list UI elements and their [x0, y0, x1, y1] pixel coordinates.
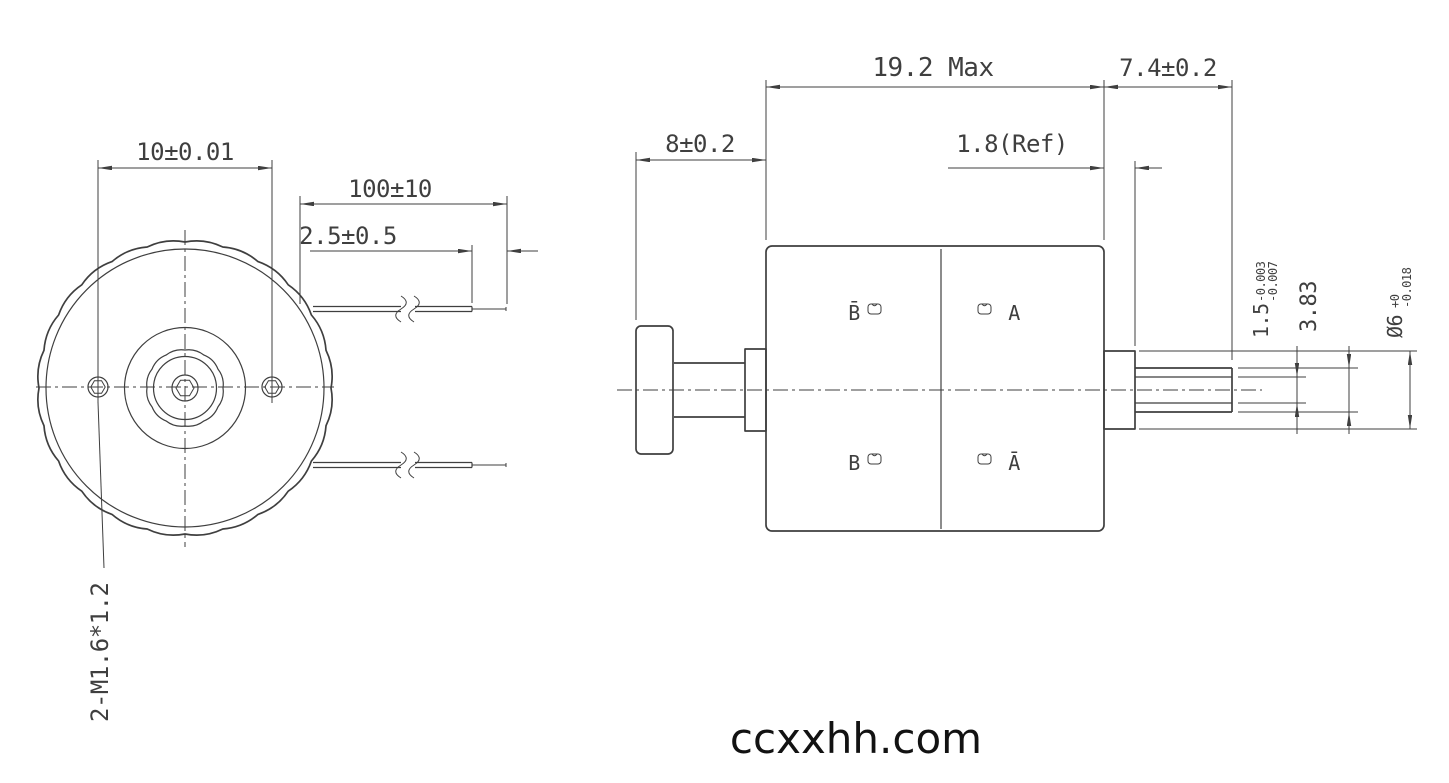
dim-strip-length: 2.5±0.5 — [299, 222, 538, 303]
dim-shaft-diameter-tol-lower: -0.018 — [1400, 267, 1414, 308]
phase-bottom-left-label: B — [848, 451, 860, 475]
dim-hole-spacing: 10±0.01 — [97, 138, 273, 376]
phase-markings: B̄ A B Ā — [848, 300, 1021, 475]
dim-shaft-diameter: Ø6 +0 -0.018 — [1139, 267, 1417, 430]
terminal-icon — [977, 453, 992, 465]
wire-break-icon — [395, 451, 407, 479]
watermark: ccxxhh.com — [729, 714, 983, 763]
dim-shaft-extension-text: 7.4±0.2 — [1119, 54, 1217, 82]
dim-shaft-flat-nominal: 1.5 — [1249, 303, 1273, 338]
dim-rear-boss-text: 8±0.2 — [665, 130, 735, 158]
dim-flat-height: 3.83 — [1238, 281, 1358, 434]
dim-lead-length: 100±10 — [299, 175, 508, 304]
dim-body-length-text: 19.2 Max — [872, 53, 993, 83]
phase-bottom-right-label: Ā — [1008, 451, 1020, 475]
terminal-icon — [867, 453, 882, 465]
dim-hole-spacing-text: 10±0.01 — [136, 138, 234, 166]
dim-rear-boss: 8±0.2 — [635, 130, 766, 320]
lead-wire-top — [313, 295, 507, 323]
terminal-icon — [977, 303, 992, 315]
phase-top-right-label: A — [1008, 301, 1020, 325]
thread-callout-text: 2-M1.6*1.2 — [86, 583, 114, 723]
rear-shaft — [674, 362, 745, 418]
dim-pilot-ref-text: 1.8(Ref) — [956, 130, 1068, 158]
dim-lead-length-text: 100±10 — [348, 175, 432, 203]
dim-shaft-extension: 7.4±0.2 — [1104, 54, 1233, 360]
front-view: 10±0.01 100±10 2.5±0.5 2-M1.6*1.2 — [36, 138, 538, 722]
dim-shaft-diameter-nominal: Ø6 — [1383, 315, 1407, 338]
wire-break-icon — [408, 451, 420, 479]
outer-knurl-circle — [37, 240, 333, 536]
wire-break-icon — [408, 295, 420, 323]
dim-shaft-flat-tol-upper: -0.003 — [1254, 261, 1268, 302]
thread-callout: 2-M1.6*1.2 — [86, 401, 114, 723]
dim-flat-height-text: 3.83 — [1297, 281, 1322, 332]
dim-strip-length-text: 2.5±0.5 — [299, 222, 397, 250]
output-shaft — [1135, 367, 1233, 413]
dim-pilot-ref: 1.8(Ref) — [948, 130, 1162, 346]
terminal-icon — [867, 303, 882, 315]
dim-shaft-diameter-tol-upper: +0 — [1388, 294, 1402, 308]
side-view: B̄ A B Ā 19.2 Max 7.4±0.2 8±0.2 — [617, 53, 1417, 532]
dim-body-length: 19.2 Max — [765, 53, 1105, 240]
motor-body — [765, 245, 1105, 532]
dim-shaft-flat-tol-lower: -0.007 — [1266, 261, 1280, 302]
shaft-flat-hex — [175, 379, 195, 397]
dim-shaft-flat: 1.5 -0.003 -0.007 — [1238, 261, 1306, 434]
wire-break-icon — [395, 295, 407, 323]
phase-top-left-label: B̄ — [848, 300, 860, 325]
lead-wire-bottom — [313, 451, 507, 479]
bearing-ring — [146, 349, 224, 427]
